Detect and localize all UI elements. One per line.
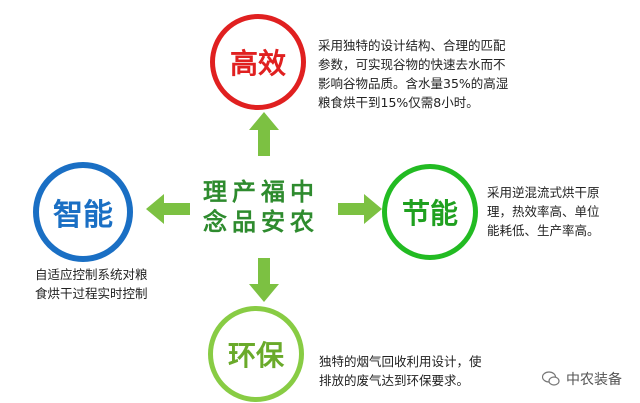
arrow-up-shape — [249, 112, 279, 156]
node-energy-circle: 节能 — [382, 164, 478, 260]
node-energy-desc: 采用逆混流式烘干原 理，热效率高、单位 能耗低、生产率高。 — [487, 183, 600, 240]
desc-line: 采用独特的设计结构、合理的匹配 — [318, 38, 506, 53]
desc-line: 粮食烘干到15%仅需8小时。 — [318, 95, 479, 110]
node-eco-desc: 独特的烟气回收利用设计，使 排放的废气达到环保要求。 — [319, 352, 482, 390]
arrow-right-icon — [338, 194, 382, 224]
desc-line: 食烘干过程实时控制 — [35, 286, 148, 301]
desc-line: 采用逆混流式烘干原 — [487, 185, 600, 200]
desc-line: 参数，可实现谷物的快速去水而不 — [318, 57, 506, 72]
center-slogan: 理产福中 念品安农 — [203, 177, 319, 237]
desc-line: 理，热效率高、单位 — [487, 204, 600, 219]
center-slogan-line2: 念品安农 — [203, 208, 319, 236]
arrow-down-shape — [249, 258, 279, 302]
arrow-down-icon — [249, 258, 279, 302]
node-energy-label: 节能 — [401, 197, 458, 230]
arrow-left-icon — [146, 194, 190, 224]
node-efficiency-desc: 采用独特的设计结构、合理的匹配 参数，可实现谷物的快速去水而不 影响谷物品质。含… — [318, 36, 508, 112]
desc-line: 能耗低、生产率高。 — [487, 223, 600, 238]
node-smart-label: 智能 — [53, 198, 113, 233]
arrow-right-shape — [338, 194, 382, 224]
desc-line: 影响谷物品质。含水量35%的高湿 — [318, 76, 509, 91]
node-efficiency-label: 高效 — [229, 47, 286, 80]
wechat-bubble-small — [548, 376, 560, 386]
node-efficiency-circle: 高效 — [210, 14, 306, 110]
desc-line: 独特的烟气回收利用设计，使 — [319, 354, 482, 369]
wechat-icon — [542, 371, 560, 386]
node-eco-circle: 环保 — [208, 306, 304, 402]
arrow-left-shape — [146, 194, 190, 224]
watermark: 中农装备 — [542, 369, 622, 389]
desc-line: 自适应控制系统对粮 — [35, 267, 148, 282]
arrow-up-icon — [249, 112, 279, 156]
desc-line: 排放的废气达到环保要求。 — [319, 373, 470, 388]
node-eco-label: 环保 — [227, 339, 284, 372]
node-smart-circle: 智能 — [33, 162, 133, 262]
center-slogan-line1: 理产福中 — [203, 178, 319, 206]
node-smart-desc: 自适应控制系统对粮 食烘干过程实时控制 — [35, 265, 148, 303]
watermark-text: 中农装备 — [566, 372, 622, 388]
